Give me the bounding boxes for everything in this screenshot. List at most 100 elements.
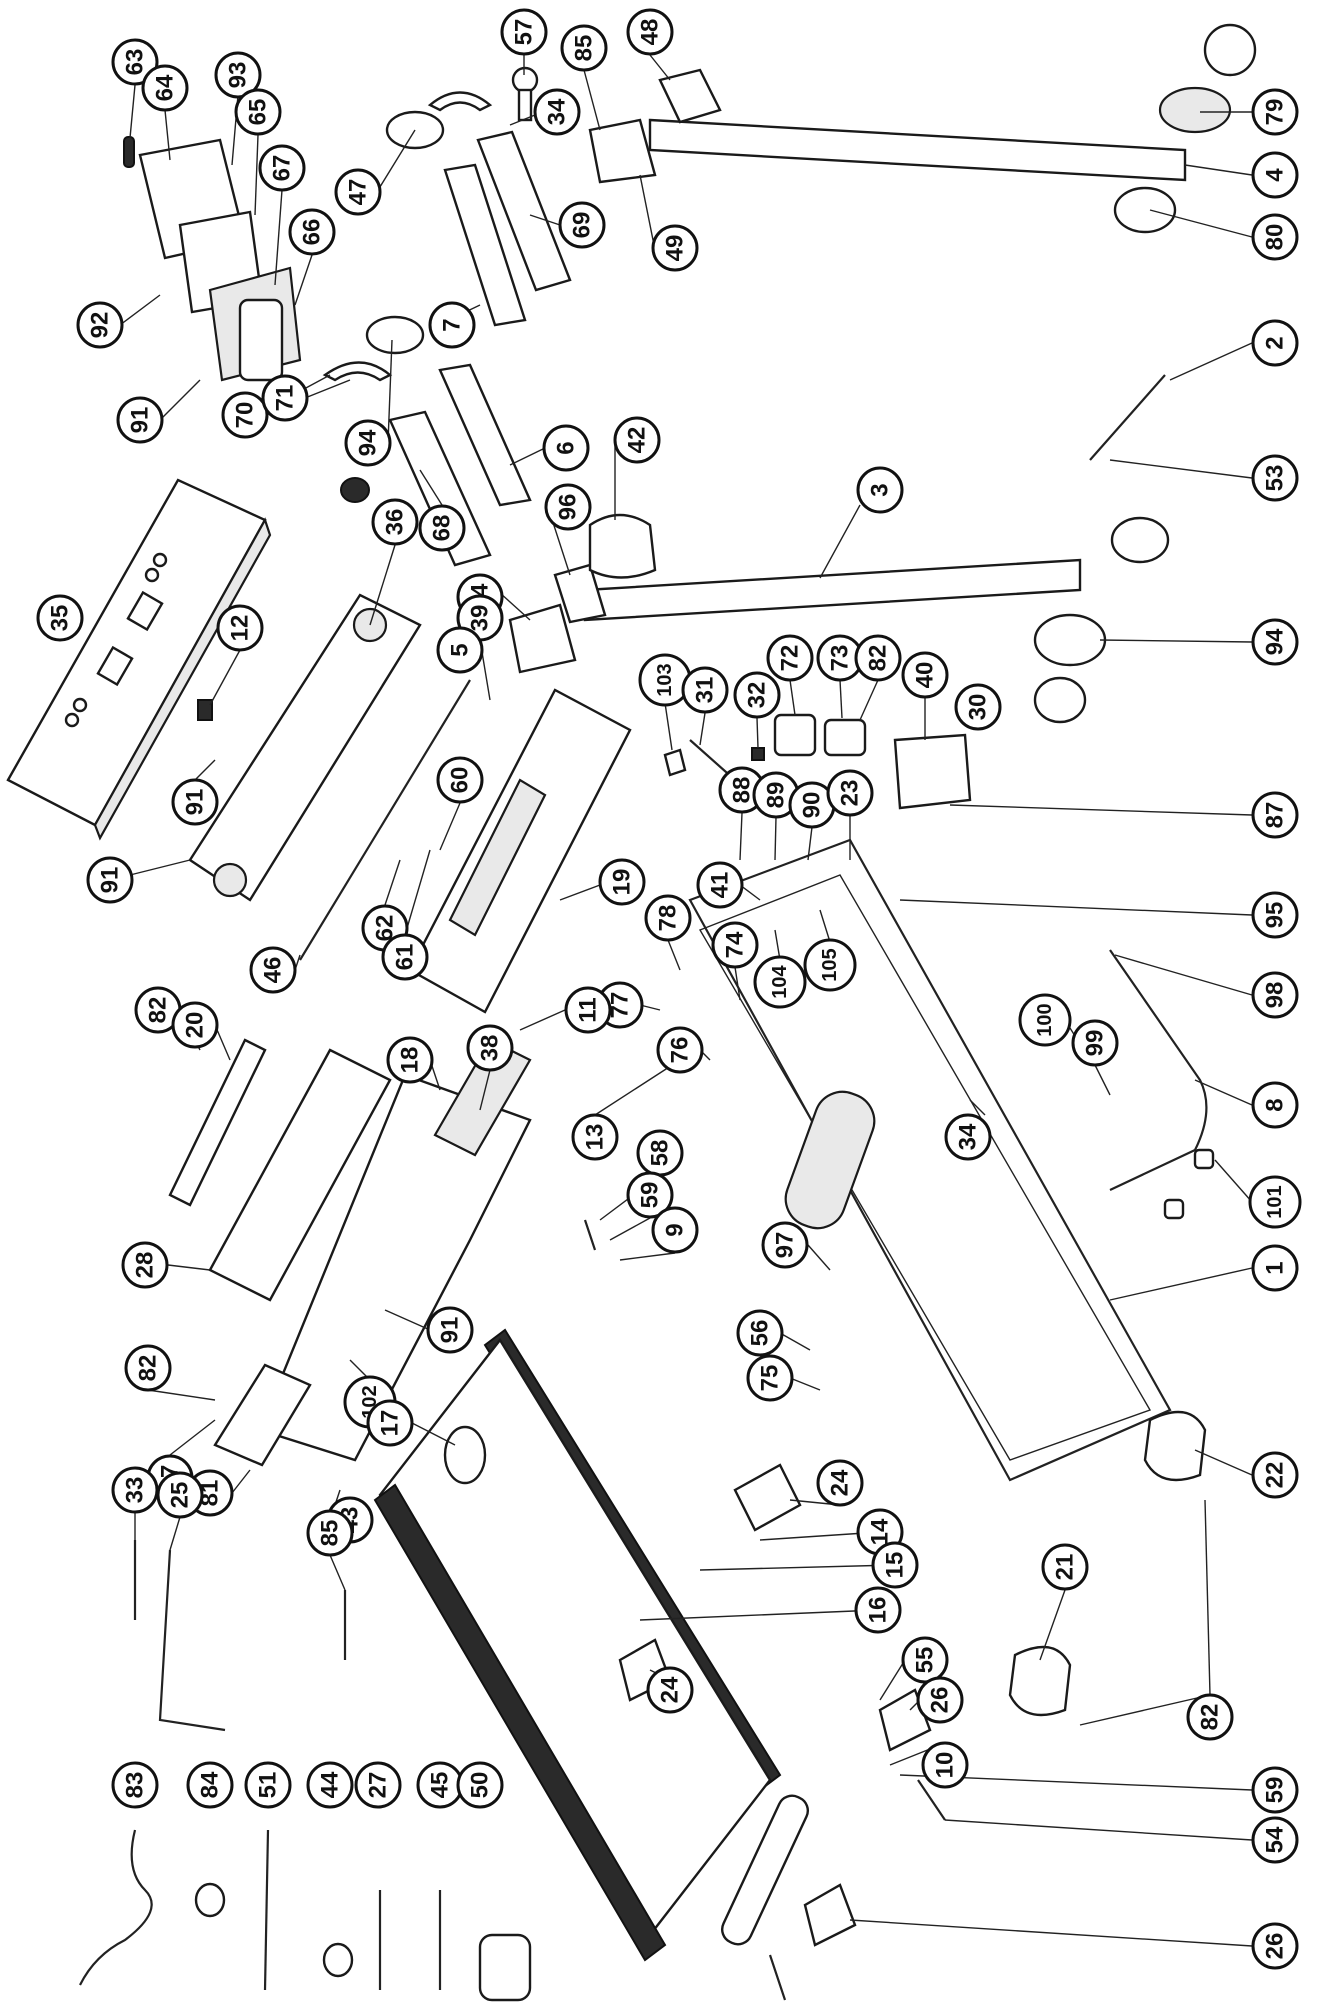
board-40 (893, 733, 972, 810)
callout-circle (1251, 1816, 1299, 1864)
wheel-101b (1163, 1198, 1185, 1220)
console-display-2 (96, 645, 134, 687)
callout-circle (121, 1241, 169, 1289)
callout-circle (1071, 1019, 1119, 1067)
callout-number: 34 (544, 98, 571, 125)
callout-98: 98 (1251, 971, 1299, 1019)
callout-circle (124, 1344, 172, 1392)
callout-circle (111, 38, 159, 86)
callout-number: 33 (122, 1477, 149, 1504)
callout-circle (901, 651, 949, 699)
callout-circle (36, 594, 84, 642)
callout-number: 32 (744, 682, 771, 709)
callout-number: 97 (772, 1232, 799, 1259)
callout-circle (426, 1306, 474, 1354)
end-cap-37 (213, 1363, 312, 1467)
callout-number: 64 (152, 74, 179, 101)
callout-number: 16 (865, 1597, 892, 1624)
callout-number: 20 (182, 1012, 209, 1039)
callout-circle (418, 504, 466, 552)
callout-number: 39 (467, 605, 494, 632)
callout-number: 24 (657, 1676, 684, 1703)
callout-number: 24 (827, 1469, 854, 1496)
callout-circle (644, 894, 692, 942)
callout-89: 89 (752, 771, 800, 819)
console-tube (238, 298, 284, 382)
callout-85: 85 (560, 24, 608, 72)
incline-frame (1109, 949, 1208, 1191)
callout-3: 3 (856, 466, 904, 514)
callout-circle (921, 1741, 969, 1789)
callout-number: 95 (1262, 902, 1289, 929)
callout-circle (171, 778, 219, 826)
callout-number: 1 (1262, 1261, 1289, 1274)
ring-79 (1158, 86, 1232, 134)
callout-number: 88 (729, 777, 756, 804)
switch-103 (663, 748, 687, 777)
callout-93: 93 (214, 51, 262, 99)
callout-21: 21 (1041, 1543, 1089, 1591)
bolt-58 (583, 1219, 597, 1251)
bolt-54 (917, 1779, 946, 1821)
callout-number: 85 (317, 1520, 344, 1547)
callout-circle (1186, 1693, 1234, 1741)
callout-79: 79 (1251, 88, 1299, 136)
callout-38: 38 (466, 1024, 514, 1072)
callout-16: 16 (854, 1586, 902, 1634)
callout-circle (386, 1036, 434, 1084)
callout-30: 30 (954, 683, 1002, 731)
callout-number: 69 (569, 212, 596, 239)
callout-number: 3 (867, 483, 894, 496)
callout-circle (856, 466, 904, 514)
handlebar-joint-48 (658, 68, 722, 124)
callout-circle (1251, 618, 1299, 666)
callout-number: 13 (582, 1124, 609, 1151)
callout-number: 48 (637, 19, 664, 46)
callout-number: 15 (882, 1552, 909, 1579)
callout-circle (1251, 213, 1299, 261)
callout-96: 96 (544, 483, 592, 531)
callout-32: 32 (733, 671, 781, 719)
callout-number: 40 (912, 662, 939, 689)
callout-78: 78 (644, 894, 692, 942)
callout-circle (533, 88, 581, 136)
callout-circle (116, 396, 164, 444)
callout-circle (288, 208, 336, 256)
callout-circle (651, 1206, 699, 1254)
callout-95: 95 (1251, 891, 1299, 939)
callout-number: 41 (707, 872, 734, 899)
callout-circle (871, 1541, 919, 1589)
callout-6: 6 (542, 424, 590, 472)
callout-53: 53 (1251, 454, 1299, 502)
callout-1: 1 (1251, 1244, 1299, 1292)
callout-circle (1251, 88, 1299, 136)
callout-circle (711, 921, 759, 969)
callout-44: 44 (306, 1761, 354, 1809)
callout-circle (736, 1309, 784, 1357)
callout-circle (381, 933, 429, 981)
callout-76: 76 (656, 1026, 704, 1074)
upright-tube-6 (438, 363, 532, 507)
callout-55: 55 (901, 1636, 949, 1684)
controller-72 (773, 713, 817, 757)
callout-63: 63 (111, 38, 159, 86)
callout-circle (1251, 1451, 1299, 1499)
callout-number: 23 (837, 780, 864, 807)
callout-number: 80 (1262, 224, 1289, 251)
clip-upper (427, 91, 493, 112)
callout-circle (1251, 891, 1299, 939)
motor-hood (408, 688, 632, 1014)
callout-13: 13 (571, 1113, 619, 1161)
motor-50 (478, 1933, 532, 2002)
callout-87: 87 (1251, 791, 1299, 839)
callout-26: 26 (916, 1676, 964, 1724)
callout-number: 68 (429, 515, 456, 542)
switch-32 (751, 747, 765, 761)
callout-circle (954, 683, 1002, 731)
callout-circle (428, 301, 476, 349)
callout-69: 69 (558, 201, 606, 249)
callout-circle (1251, 1081, 1299, 1129)
callout-59: 59 (626, 1171, 674, 1219)
callout-number: 83 (122, 1772, 149, 1799)
callout-number: 42 (624, 427, 651, 454)
